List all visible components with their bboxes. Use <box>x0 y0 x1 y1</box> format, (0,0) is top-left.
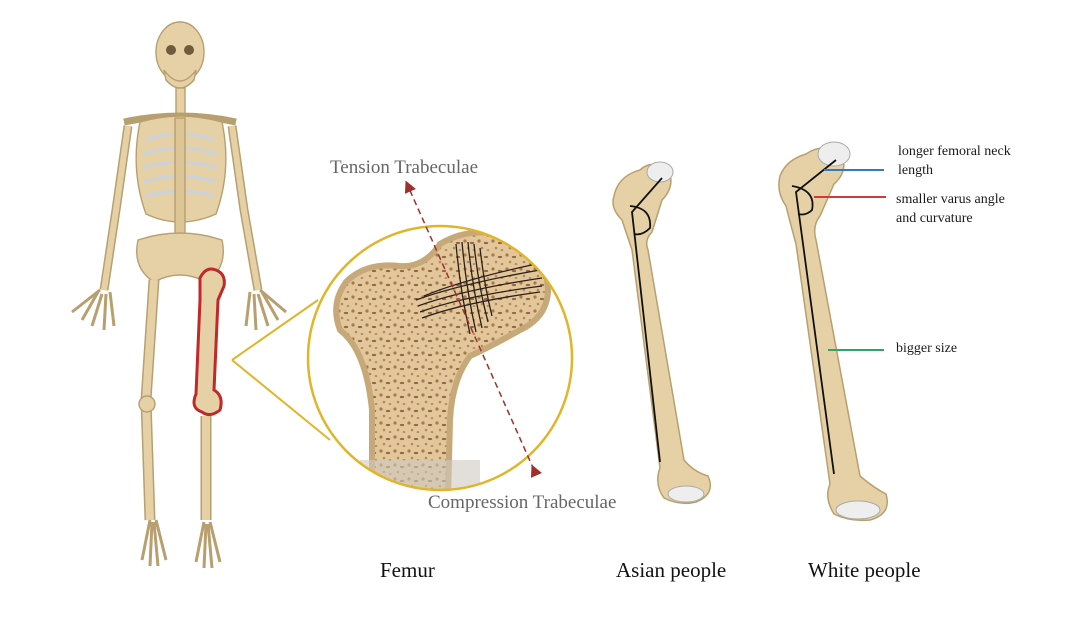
compression-label: Compression Trabeculae <box>428 492 617 513</box>
white-femur-icon <box>778 141 888 522</box>
white-caption: White people <box>808 558 921 582</box>
femur-caption: Femur <box>380 558 435 582</box>
varus-label: smaller varus angle and curvature <box>896 192 1005 226</box>
femur-cross-section-icon <box>306 224 574 492</box>
tension-label: Tension Trabeculae <box>330 157 479 178</box>
highlighted-femur-icon <box>192 267 226 417</box>
asian-femur-icon <box>612 161 711 505</box>
zoom-callout-lines <box>231 299 331 441</box>
size-label: bigger size <box>896 341 958 356</box>
trabecular-axis-arrow <box>404 180 542 478</box>
skeleton-icon <box>71 21 287 569</box>
neck-length-label: longer femoral neck length <box>898 144 1011 178</box>
asian-caption: Asian people <box>616 558 727 582</box>
